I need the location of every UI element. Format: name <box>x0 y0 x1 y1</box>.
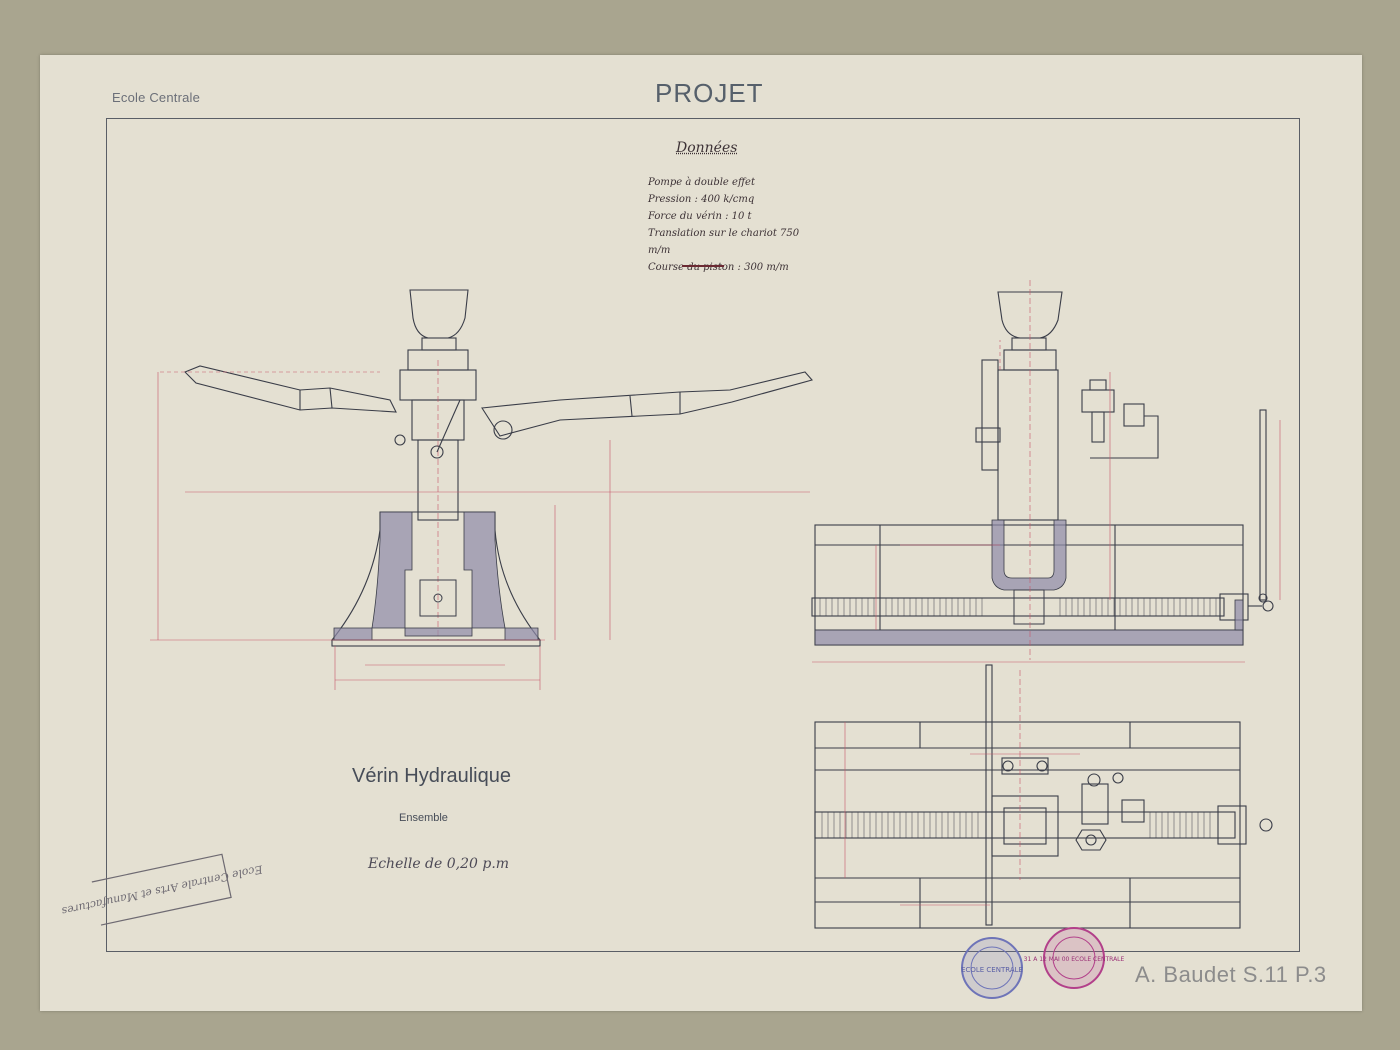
data-line: Course du piston : 300 m/m <box>648 262 789 273</box>
data-line: Pression : 400 k/cmq <box>648 194 755 205</box>
postmark-blue-text: ECOLE CENTRALE <box>961 966 1023 974</box>
side-dimensions <box>812 280 1281 663</box>
project-title: PROJET <box>655 78 764 108</box>
plan-view <box>814 664 1273 929</box>
front-elevation <box>184 289 813 647</box>
side-section-fill <box>814 519 1244 646</box>
drawing-sheet <box>40 55 1362 1011</box>
ram-cylinder <box>417 439 459 521</box>
data-line: Force du vérin : 10 t <box>648 211 752 222</box>
base-pedestal <box>330 511 542 641</box>
drawing-border-frame <box>106 118 1300 952</box>
side-elevation <box>811 291 1274 646</box>
data-line: Translation sur le chariot 750 m/m <box>648 228 800 256</box>
front-section-fill <box>333 511 539 641</box>
data-heading: Données <box>676 140 738 156</box>
author-signature: A. Baudet S.11 P.3 <box>1135 962 1327 987</box>
side-screw-threads <box>819 598 1217 616</box>
lever-pivot <box>493 420 513 440</box>
plan-dimensions <box>844 670 1080 906</box>
data-line: Pompe à double effet <box>648 177 755 188</box>
drawing-title: Vérin Hydraulique <box>352 765 511 787</box>
pump-handle-right <box>481 371 813 437</box>
data-lines: Pompe à double effet Pression : 400 k/cm… <box>648 174 818 276</box>
plan-handle <box>985 664 993 926</box>
school-label: Ecole Centrale <box>112 90 201 105</box>
plan-lead-screw <box>814 811 1236 839</box>
school-stamp-text: Ecole Centrale Arts et Manufactures <box>60 862 265 918</box>
plan-ram-square <box>991 795 1059 857</box>
crank-handle <box>1259 409 1267 601</box>
school-stamp: Ecole Centrale Arts et Manufactures <box>60 853 265 926</box>
ram-nut <box>421 337 457 351</box>
ram-cup <box>409 289 469 339</box>
lead-screw <box>811 597 1225 617</box>
front-dimensions <box>150 371 810 690</box>
postmark-magenta: 31 A 12 MAI 00 ECOLE CENTRALE <box>1024 927 1125 989</box>
plan-frame <box>814 721 1241 929</box>
data-block: Données Pompe à double effet Pression : … <box>648 140 818 276</box>
postmark-blue: ECOLE CENTRALE <box>961 937 1023 999</box>
valve-block <box>1081 389 1115 413</box>
scale-label: Echelle de 0,20 p.m <box>368 856 510 872</box>
side-ram-body <box>997 369 1059 521</box>
plan-screw-threads <box>821 812 1211 838</box>
data-underline <box>682 265 724 267</box>
drawing-subtitle: Ensemble <box>399 812 448 824</box>
postmark-magenta-text: 31 A 12 MAI 00 ECOLE CENTRALE <box>1024 956 1125 963</box>
pump-handle-left <box>184 365 397 413</box>
